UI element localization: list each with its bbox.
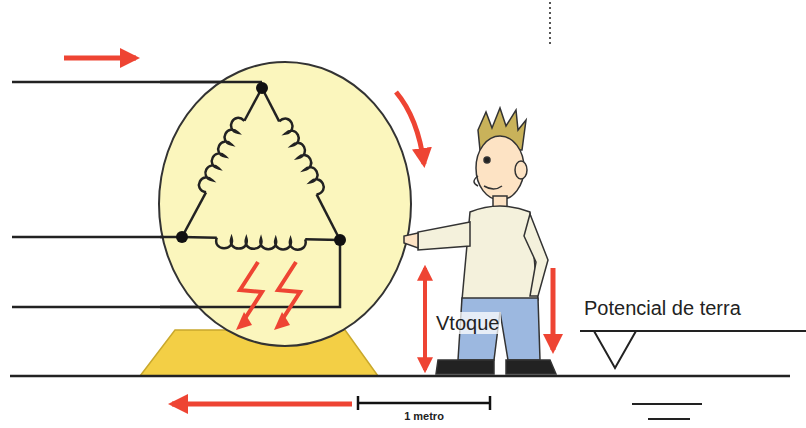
person	[404, 108, 556, 374]
ground-line	[10, 375, 790, 378]
coil-winding	[317, 194, 340, 240]
earth-bar	[648, 418, 690, 420]
scale-bar	[358, 396, 490, 410]
earth-symbol	[594, 331, 636, 368]
delta-winding	[182, 88, 340, 250]
coil-winding	[199, 118, 244, 192]
coil-winding	[182, 192, 206, 237]
dashed-line	[549, 2, 551, 46]
coil-winding	[216, 238, 306, 250]
fault-arrowheads	[236, 312, 290, 330]
terminal-dots	[176, 82, 346, 246]
touch-voltage-arrow	[423, 268, 427, 370]
motor-housing	[159, 62, 411, 346]
coil-winding	[279, 119, 324, 195]
scale-label: 1 metro	[404, 410, 444, 422]
current-arrows	[64, 58, 553, 404]
earth-potential-label: Potencial de terra	[584, 297, 741, 319]
touch-voltage-label: Vtoque	[434, 312, 501, 334]
earth-bar	[632, 403, 702, 405]
fault-sparks	[240, 262, 300, 320]
